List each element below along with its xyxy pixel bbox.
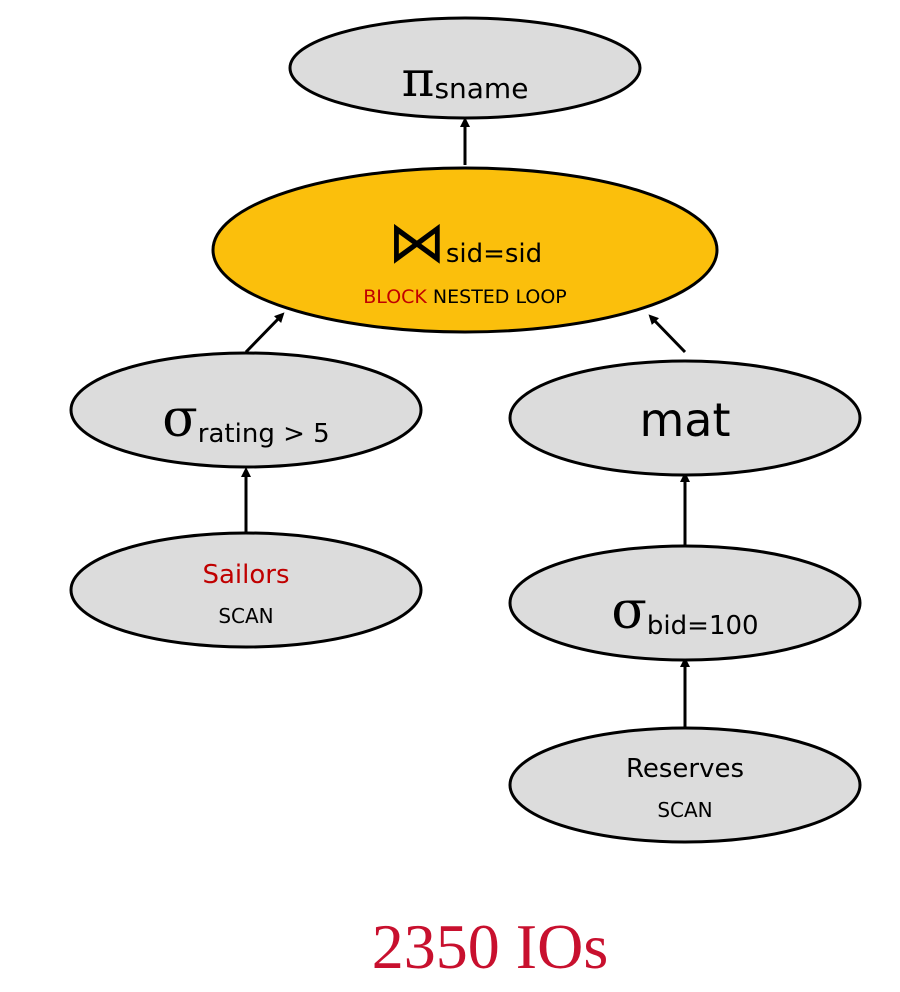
projection-symbol: π: [402, 50, 435, 108]
sailors-scan-node: Sailors SCAN: [69, 531, 423, 649]
reserves-label: Reserves: [626, 754, 744, 784]
sailors-label: Sailors: [202, 560, 289, 590]
reserves-sublabel: SCAN: [657, 798, 712, 822]
select-rating-ellipse: [69, 351, 423, 469]
cost-label: 2350 IOs: [372, 911, 608, 982]
select-bid-subscript: bid=100: [647, 611, 759, 641]
sailors-sublabel: SCAN: [218, 604, 273, 628]
sailors-scan-ellipse: [69, 531, 423, 649]
materialize-ellipse: [508, 359, 862, 477]
join-node: ⋈sid=sid BLOCK NESTED LOOP: [211, 166, 719, 334]
svg-text:πsname: πsname: [402, 50, 529, 108]
svg-text:σrating > 5: σrating > 5: [162, 389, 329, 449]
materialize-node: mat: [508, 359, 862, 477]
join-symbol: ⋈: [388, 208, 446, 276]
projection-node: πsname: [288, 16, 642, 120]
projection-subscript: sname: [434, 72, 528, 105]
join-method-rest: NESTED LOOP: [427, 286, 567, 308]
join-subscript: sid=sid: [446, 239, 542, 269]
select-rating-subscript: rating > 5: [198, 419, 330, 449]
join-ellipse: [211, 166, 719, 334]
select-bid-ellipse: [508, 544, 862, 662]
projection-ellipse: [288, 16, 642, 120]
svg-text:⋈sid=sid: ⋈sid=sid: [388, 208, 542, 276]
svg-text:σbid=100: σbid=100: [611, 581, 758, 641]
select-rating-node: σrating > 5: [69, 351, 423, 469]
edge-mat-to-join: [648, 314, 687, 354]
select-bid-node: σbid=100: [508, 544, 862, 662]
select-bid-symbol: σ: [611, 581, 647, 641]
join-method-word: BLOCK: [363, 286, 427, 308]
materialize-label: mat: [639, 393, 730, 447]
reserves-scan-ellipse: [508, 726, 862, 844]
reserves-scan-node: Reserves SCAN: [508, 726, 862, 844]
edges: [241, 117, 690, 730]
select-rating-symbol: σ: [162, 389, 198, 449]
edge-select-rating-to-join: [244, 312, 285, 354]
svg-text:BLOCK NESTED LOOP: BLOCK NESTED LOOP: [363, 286, 567, 308]
